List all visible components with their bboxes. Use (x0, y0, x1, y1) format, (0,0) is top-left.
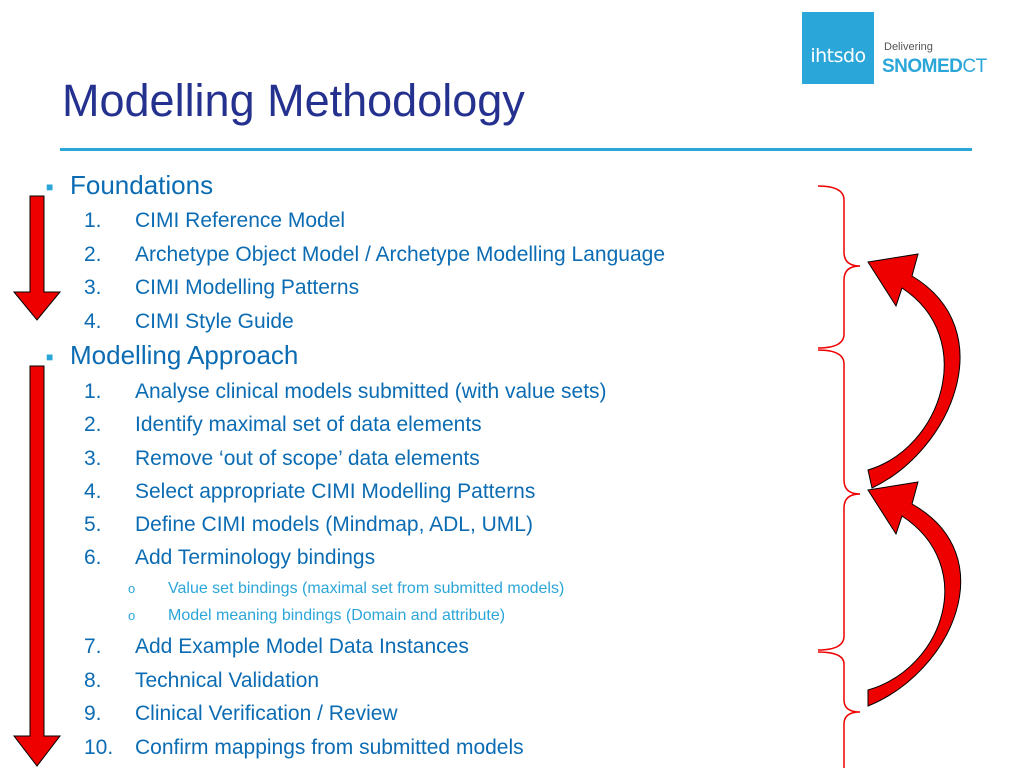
list-item: 2. Archetype Object Model / Archetype Mod… (84, 242, 665, 268)
logo-brand-main: SNOMED (882, 56, 963, 77)
right-brace-icon (817, 349, 861, 651)
list-item-text: Add Terminology bindings (135, 546, 376, 569)
right-brace-icon (817, 185, 861, 349)
section-heading-text: Modelling Approach (70, 340, 299, 370)
list-item-number: 5. (84, 513, 102, 536)
list-item: 4. Select appropriate CIMI Modelling Patt… (84, 479, 535, 505)
list-item-text: Remove ‘out of scope’ data elements (135, 447, 480, 470)
list-item-number: 1. (84, 380, 102, 403)
list-item: 10. Confirm mappings from submitted model… (84, 735, 524, 761)
down-arrow-icon (12, 365, 62, 767)
down-arrow-icon (12, 195, 62, 321)
list-item-number: 8. (84, 669, 102, 692)
list-item: 1. Analyse clinical models submitted (wit… (84, 379, 607, 405)
section-heading-foundations: ■ Foundations (46, 170, 213, 202)
circle-bullet-icon: o (128, 581, 136, 596)
snomed-ct-logo: SNOMEDCT (882, 56, 987, 78)
list-item: 7. Add Example Model Data Instances (84, 634, 469, 660)
ihtsdo-logo: ihtsdo (802, 12, 874, 84)
list-item: 1. CIMI Reference Model (84, 208, 345, 234)
right-brace-icon (817, 651, 861, 768)
list-item-text: CIMI Style Guide (135, 310, 294, 333)
list-item-text: Define CIMI models (Mindmap, ADL, UML) (135, 513, 533, 536)
list-item: 2. Identify maximal set of data elements (84, 412, 482, 438)
list-item-text: CIMI Modelling Patterns (135, 276, 360, 299)
list-item-number: 3. (84, 447, 102, 470)
list-item-text: Technical Validation (135, 669, 320, 692)
list-item-number: 2. (84, 413, 102, 436)
list-item-text: Confirm mappings from submitted models (135, 736, 524, 759)
list-item-text: Select appropriate CIMI Modelling Patter… (135, 480, 536, 503)
page-title: Modelling Methodology (62, 75, 525, 126)
sub-list-item-text: Model meaning bindings (Domain and attri… (168, 607, 506, 624)
logo-org-text: ihtsdo (810, 45, 866, 67)
list-item: 8. Technical Validation (84, 668, 319, 694)
logo-brand-suffix: CT (962, 56, 987, 77)
circle-bullet-icon: o (128, 608, 136, 623)
sub-list-item: o Value set bindings (maximal set from su… (128, 579, 564, 599)
list-item-number: 4. (84, 480, 102, 503)
list-item: 5. Define CIMI models (Mindmap, ADL, UML) (84, 512, 533, 538)
list-item-number: 2. (84, 243, 102, 266)
square-bullet-icon: ■ (46, 180, 54, 195)
list-item: 3. CIMI Modelling Patterns (84, 275, 359, 301)
list-item-number: 1. (84, 209, 102, 232)
list-item-number: 7. (84, 635, 102, 658)
list-item: 4. CIMI Style Guide (84, 309, 294, 335)
curved-arrow-icon (867, 253, 961, 489)
square-bullet-icon: ■ (46, 350, 54, 365)
list-item-text: CIMI Reference Model (135, 209, 346, 232)
sub-list-item-text: Value set bindings (maximal set from sub… (168, 580, 565, 597)
list-item: 9. Clinical Verification / Review (84, 701, 398, 727)
section-heading-text: Foundations (70, 170, 214, 200)
title-divider (60, 148, 972, 151)
list-item-text: Clinical Verification / Review (135, 702, 398, 725)
list-item-text: Add Example Model Data Instances (135, 635, 469, 658)
list-item-number: 4. (84, 310, 102, 333)
list-item-text: Identify maximal set of data elements (135, 413, 482, 436)
list-item-number: 9. (84, 702, 102, 725)
curved-arrow-icon (867, 481, 962, 707)
list-item-number: 10. (84, 736, 114, 759)
sub-list-item: o Model meaning bindings (Domain and attr… (128, 606, 505, 626)
logo-tagline: Delivering (884, 41, 933, 53)
list-item-number: 3. (84, 276, 102, 299)
list-item: 6. Add Terminology bindings (84, 545, 375, 571)
list-item-text: Analyse clinical models submitted (with … (135, 380, 607, 403)
section-heading-modelling-approach: ■ Modelling Approach (46, 340, 298, 372)
list-item-text: Archetype Object Model / Archetype Model… (135, 243, 665, 266)
list-item: 3. Remove ‘out of scope’ data elements (84, 446, 480, 472)
list-item-number: 6. (84, 546, 102, 569)
